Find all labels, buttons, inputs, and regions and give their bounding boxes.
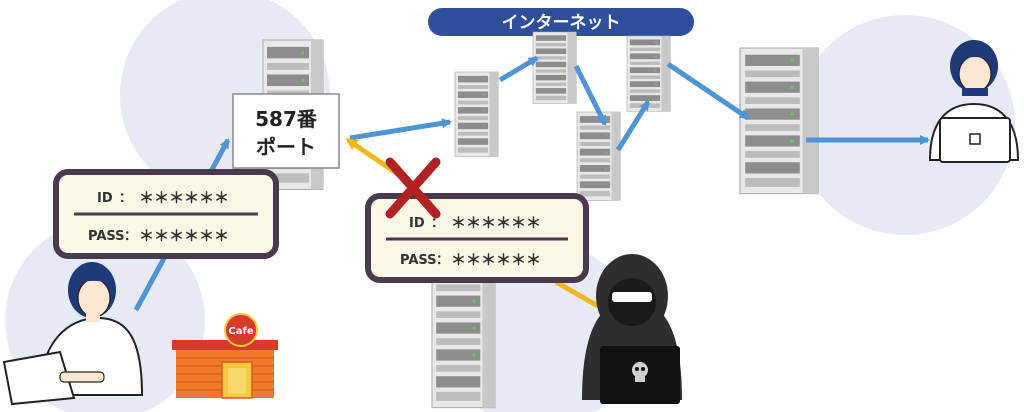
port-box-line2: ポート [256,135,316,159]
port-box-line1: 587番 [255,107,318,131]
attacker-pass-separator: ： [436,253,449,268]
internet-server-icon [454,71,499,157]
attacker-id-label: ID [409,216,425,231]
user-pass-separator: ： [124,229,137,244]
internet-banner [428,8,694,36]
internet-server-icon [532,31,577,104]
internet-server-icon [576,111,621,201]
internet-server-icon [626,35,671,112]
arrow-internet-3 [615,100,651,152]
user-id-separator: ： [119,191,132,206]
attacker-id-separator: ： [431,216,444,231]
attacker-pass-value: ＊＊＊＊＊＊ [451,251,541,269]
internet-label: インターネット [502,13,621,33]
user-pass-value: ＊＊＊＊＊＊ [139,227,229,245]
recipient-person-icon [928,40,1020,163]
arrow-port-to-internet [349,118,452,141]
user-id-value: ＊＊＊＊＊＊ [139,189,229,207]
attacker-pass-label: PASS [400,253,437,268]
cafe-sign-label: Cafe [228,326,253,337]
blocked-cross-icon [385,157,441,219]
port-box [232,93,340,169]
attacker-id-value: ＊＊＊＊＊＊ [451,214,541,232]
user-person-icon [2,262,144,406]
attacker-server-icon [431,261,496,409]
recipient-server-icon [739,47,819,195]
cafe-building-icon [172,313,278,399]
skull-icon [632,362,648,382]
arrow-internet-1 [498,55,539,83]
user-id-label: ID [97,191,113,206]
arrow-internet-4 [666,61,750,121]
arrow-attacker-link [554,279,600,309]
user-pass-label: PASS [88,229,125,244]
arrow-internet-2 [573,64,608,126]
